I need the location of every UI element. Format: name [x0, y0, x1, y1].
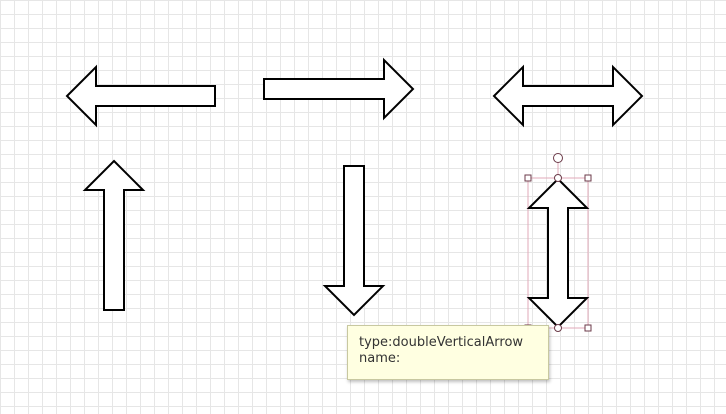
tooltip-name-line: name: — [359, 351, 401, 366]
shape-info-tooltip: type:doubleVerticalArrow name: — [347, 325, 549, 380]
resize-handle-top-left[interactable] — [524, 174, 532, 182]
double-horizontal-arrow-shape[interactable] — [492, 64, 644, 128]
tooltip-type-line: type:doubleVerticalArrow — [359, 335, 524, 350]
down-arrow-shape[interactable] — [322, 165, 386, 317]
resize-handle-bottom[interactable] — [554, 324, 562, 332]
right-arrow-shape[interactable] — [263, 57, 415, 121]
resize-handle-top[interactable] — [554, 174, 562, 182]
resize-handle-bottom-right[interactable] — [584, 324, 592, 332]
up-arrow-shape[interactable] — [82, 159, 146, 311]
resize-handle-top-right[interactable] — [584, 174, 592, 182]
left-arrow-shape[interactable] — [65, 64, 216, 128]
rotate-handle[interactable] — [553, 153, 563, 163]
double-vertical-arrow-shape[interactable] — [526, 177, 590, 329]
